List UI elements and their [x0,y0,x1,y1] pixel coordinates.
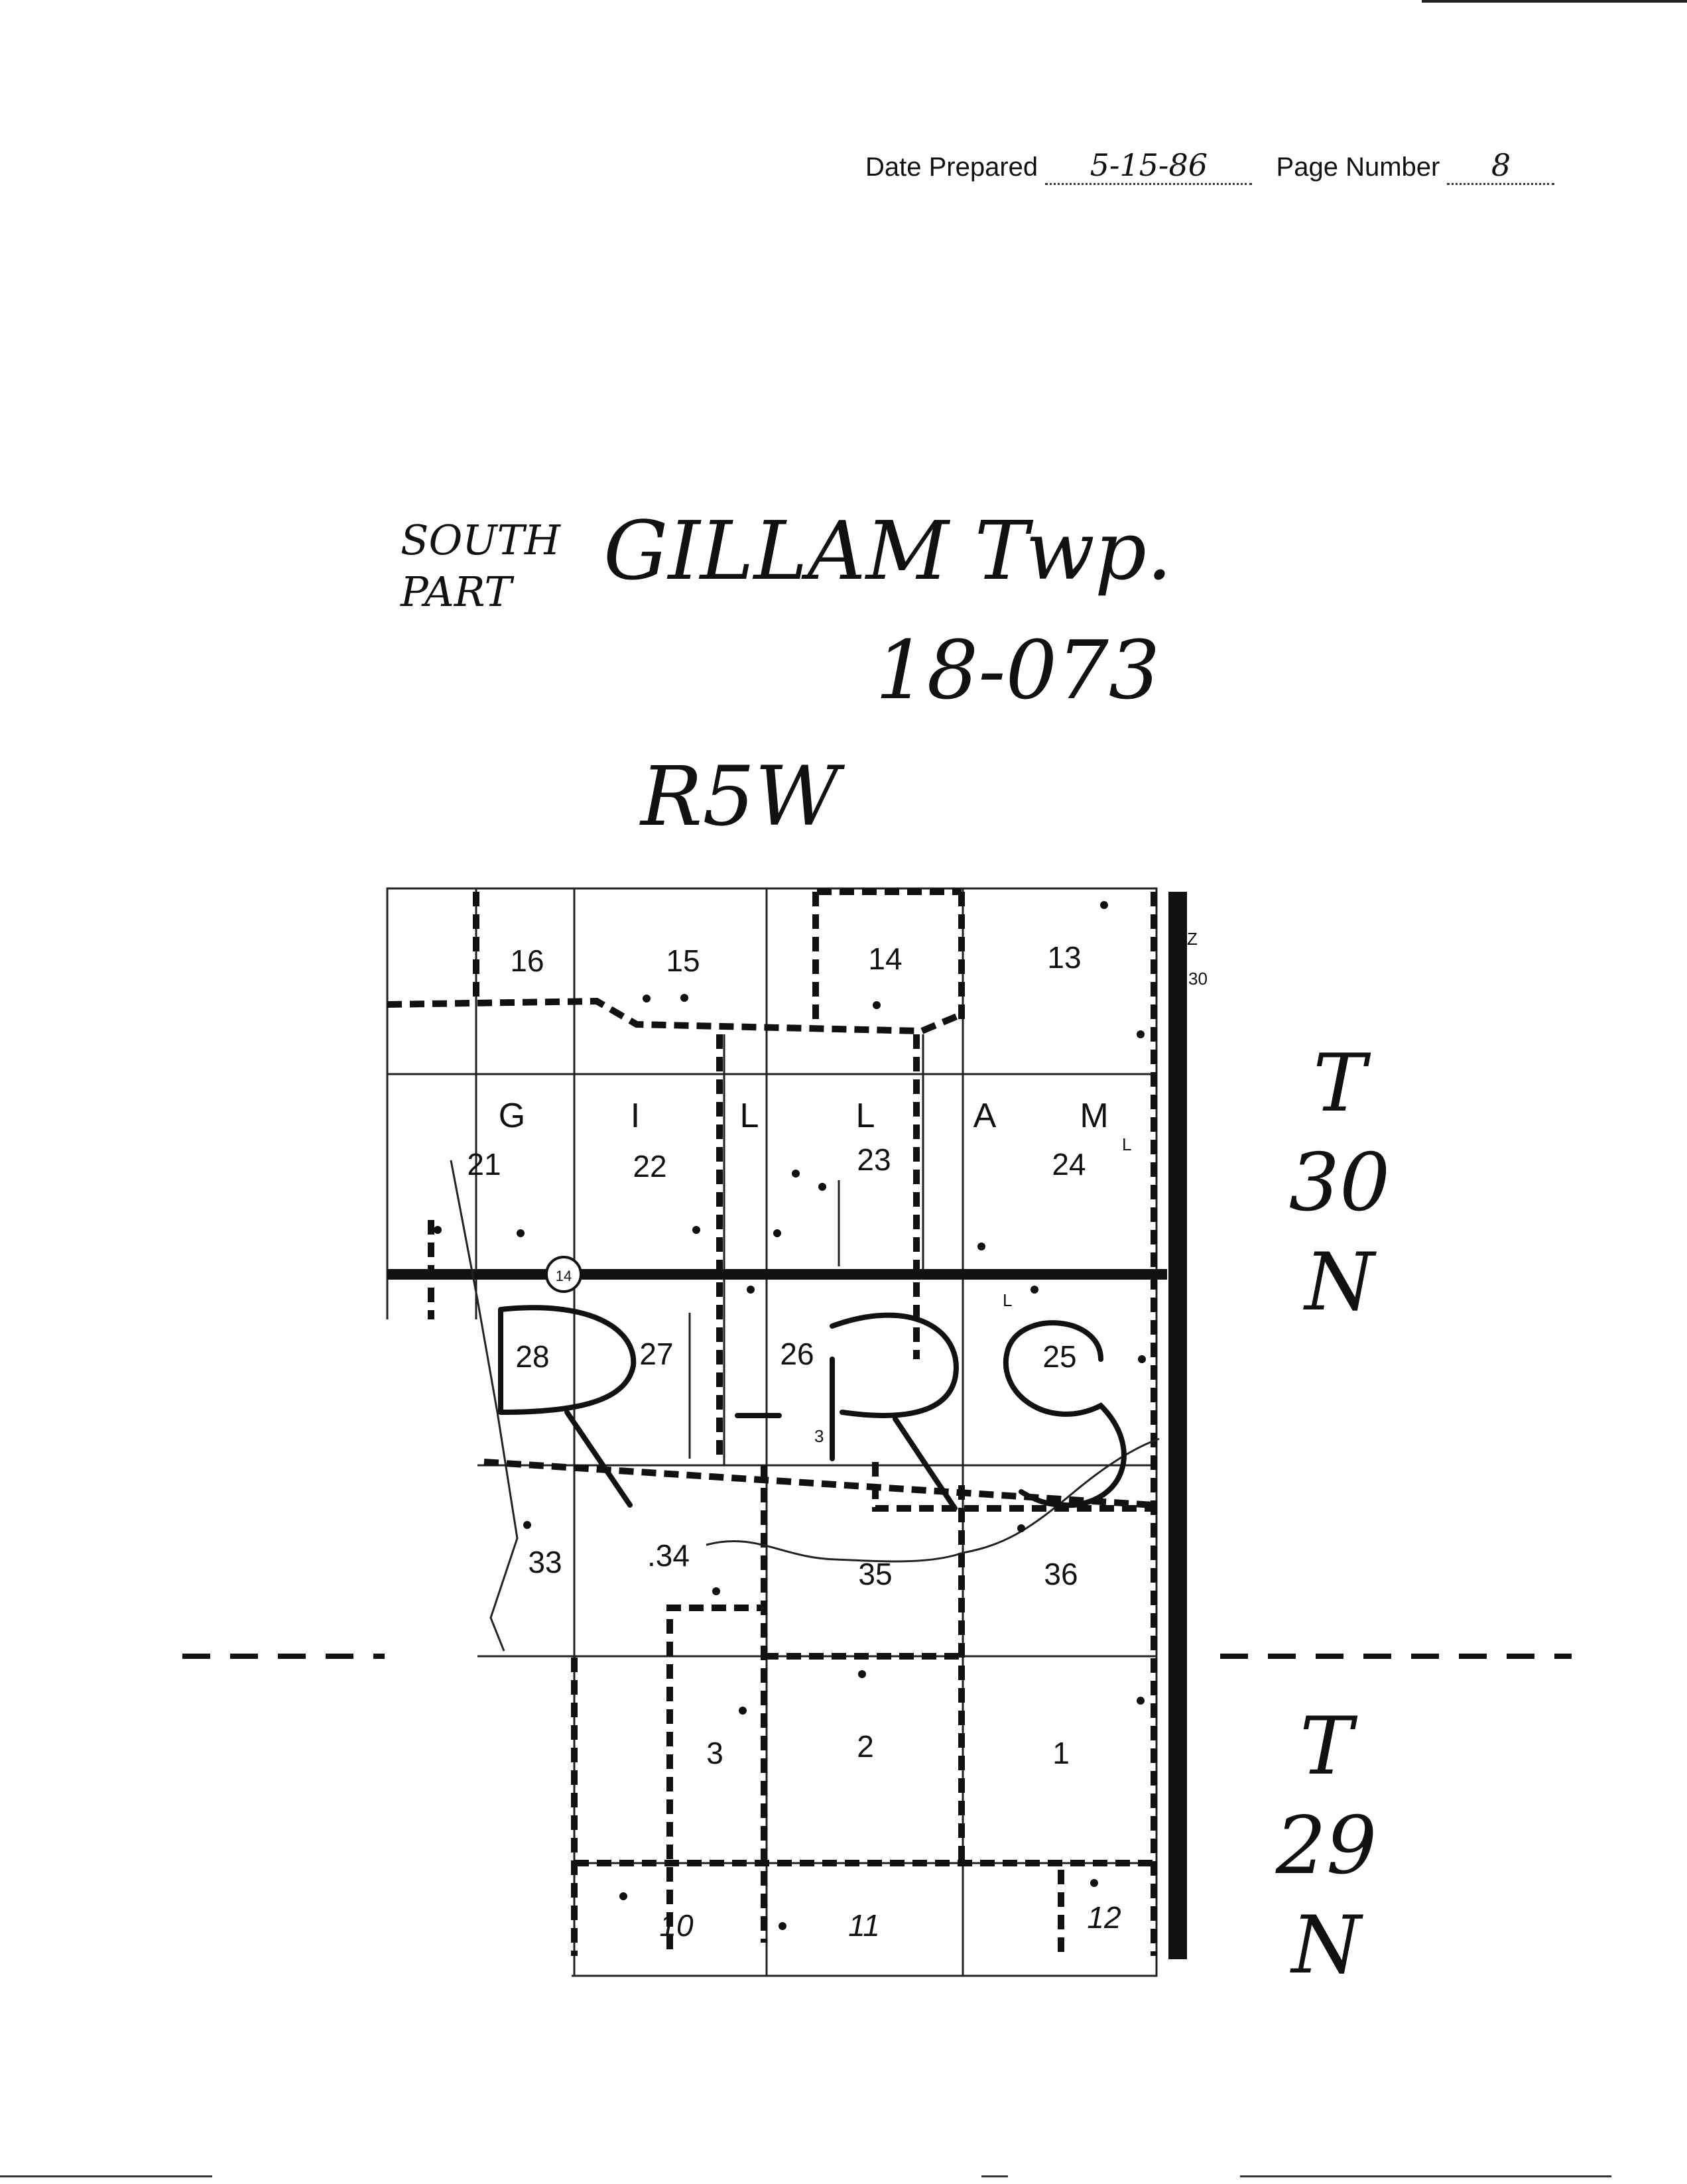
township-29n-t: T [1299,1701,1353,1793]
mark-l-1: L [1122,1134,1131,1154]
section-23: 23 [857,1142,891,1177]
section-28: 28 [515,1339,549,1374]
section-34: .34 [647,1538,690,1573]
section-24: 24 [1052,1147,1086,1182]
mark-3: 3 [814,1426,824,1446]
section-3: 3 [706,1736,723,1770]
township-29n-n: N [1291,1900,1361,1992]
section-2: 2 [857,1729,874,1764]
section-numbers: 16 15 14 13 21 22 23 24 28 27 26 25 33 .… [467,940,1121,1943]
map-name-letter-l2: L [856,1097,875,1135]
mark-l-2: L [1003,1290,1012,1310]
map-name-letter-i: I [631,1097,640,1135]
section-26: 26 [780,1337,814,1371]
footer-line-mid [981,2175,1008,2177]
range-label: R5W [641,749,840,845]
overlay-marks [498,1305,1127,1511]
section-25: 25 [1042,1339,1076,1374]
township-29n-number: 29 [1275,1800,1377,1892]
township-30n-n: N [1304,1237,1375,1329]
top-edge-line [1422,0,1687,3]
page-number-value: 8 [1447,147,1555,185]
map-name-letter-m: M [1080,1097,1108,1135]
mark-z: Z [1187,929,1198,949]
mark-30: 30 [1188,969,1208,989]
section-14: 14 [868,941,902,976]
date-prepared-label: Date Prepared [865,152,1038,182]
roads [387,888,1157,1956]
section-10: 10 [659,1908,694,1943]
route-marker-label: 14 [556,1268,572,1284]
page-number-label: Page Number [1276,152,1440,182]
sample-dots [434,901,1146,1930]
route-marker [545,1256,582,1293]
date-prepared-value: 5-15-86 [1045,147,1253,185]
section-16: 16 [510,943,544,978]
township-30n-t: T [1312,1038,1367,1130]
township-30n-label: T 30 N [1286,1034,1393,1333]
section-15: 15 [666,943,700,978]
map-name-letter-l1: L [740,1097,759,1135]
section-12: 12 [1087,1900,1121,1935]
small-map-marks: L L Z 30 3 [814,929,1208,1446]
township-29n-label: T 29 N [1273,1697,1379,1996]
section-11: 11 [848,1908,880,1943]
overlay-r-left [498,1305,637,1508]
range-line [1168,892,1187,1959]
overlay-nine [1003,1320,1127,1508]
section-36: 36 [1044,1557,1078,1591]
south-part-line1: SOUTH [401,516,560,564]
south-part-line2: PART [401,568,512,616]
outline-mask [385,1319,572,1982]
township-title: GILLAM Twp. [603,504,1172,598]
section-1: 1 [1052,1736,1070,1770]
section-21: 21 [467,1147,501,1182]
footer-line-left [0,2175,212,2177]
township-code: 18-073 [875,623,1160,717]
overlay-r-right [830,1312,959,1511]
section-33: 33 [528,1545,562,1579]
section-13: 13 [1047,940,1081,975]
footer-line-right [1240,2175,1611,2177]
section-27: 27 [639,1337,673,1371]
map-name-letter-g: G [499,1097,525,1135]
header: Date Prepared 5-15-86 Page Number 8 [865,147,1555,185]
section-35: 35 [858,1557,892,1591]
streams [450,1160,1160,1652]
map-name-letter-a: A [973,1097,997,1135]
map-township-name: G I L L A M [499,1097,1109,1135]
section-22: 22 [633,1149,666,1183]
south-part-label: SOUTH PART [401,515,560,618]
township-30n-number: 30 [1288,1137,1391,1229]
